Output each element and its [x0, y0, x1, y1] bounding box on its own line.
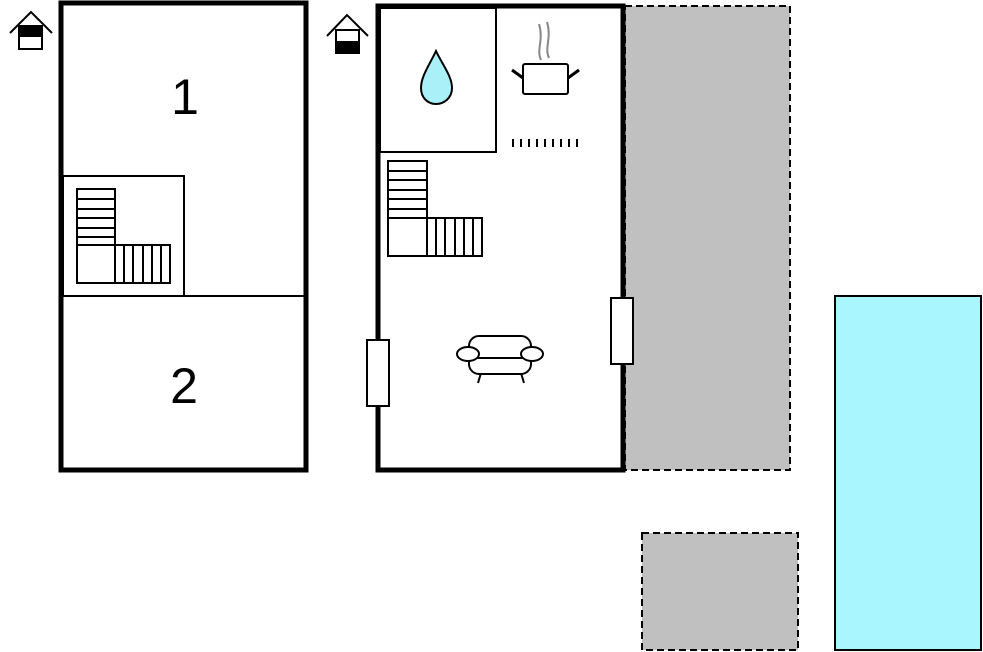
house-upper-floor-icon — [9, 10, 53, 50]
upper-floor-plan: 1 2 — [58, 0, 309, 473]
house-ground-floor-icon — [326, 13, 369, 54]
kitchen-pot-icon — [511, 21, 580, 95]
parking-area — [641, 532, 799, 651]
swimming-pool — [834, 295, 982, 651]
bathroom — [379, 7, 497, 153]
terrace-area — [624, 5, 791, 471]
staircase-icon — [76, 188, 171, 284]
window-icon — [366, 339, 390, 407]
ground-floor-plan — [366, 3, 634, 473]
room-label-1: 1 — [171, 69, 199, 125]
window-icon — [610, 297, 634, 365]
bathroom-water-drop-icon — [419, 48, 454, 106]
staircase-icon — [387, 160, 483, 257]
sofa-icon — [456, 335, 544, 384]
room-label-2: 2 — [170, 358, 198, 414]
